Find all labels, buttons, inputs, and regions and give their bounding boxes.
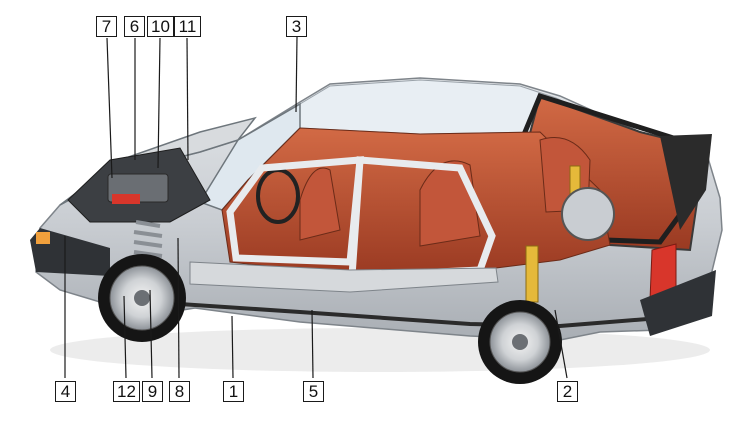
callout-8: 8 bbox=[169, 381, 190, 402]
callout-11: 11 bbox=[174, 16, 201, 37]
tailgate-spoiler bbox=[660, 134, 712, 230]
rear-wheel bbox=[478, 300, 562, 384]
side-trim bbox=[119, 298, 661, 329]
callout-4: 4 bbox=[55, 381, 76, 402]
callout-9: 9 bbox=[142, 381, 163, 402]
callout-12: 12 bbox=[113, 381, 140, 402]
front-seat bbox=[299, 167, 341, 241]
callout-1: 1 bbox=[223, 381, 244, 402]
rear-bumper bbox=[640, 270, 716, 336]
callout-2: 2 bbox=[557, 381, 578, 402]
spare-wheel bbox=[561, 187, 615, 241]
callout-10: 10 bbox=[147, 16, 174, 37]
callout-3: 3 bbox=[286, 16, 307, 37]
rear-door-frame bbox=[348, 156, 496, 280]
callout-6: 6 bbox=[124, 16, 145, 37]
leader-lines bbox=[64, 36, 568, 379]
engine-fuse-box bbox=[112, 194, 140, 204]
callout-5: 5 bbox=[303, 381, 324, 402]
front-wheel bbox=[98, 254, 186, 342]
door-sills bbox=[189, 261, 499, 293]
callout-7: 7 bbox=[96, 16, 117, 37]
front-indicator bbox=[36, 232, 50, 244]
